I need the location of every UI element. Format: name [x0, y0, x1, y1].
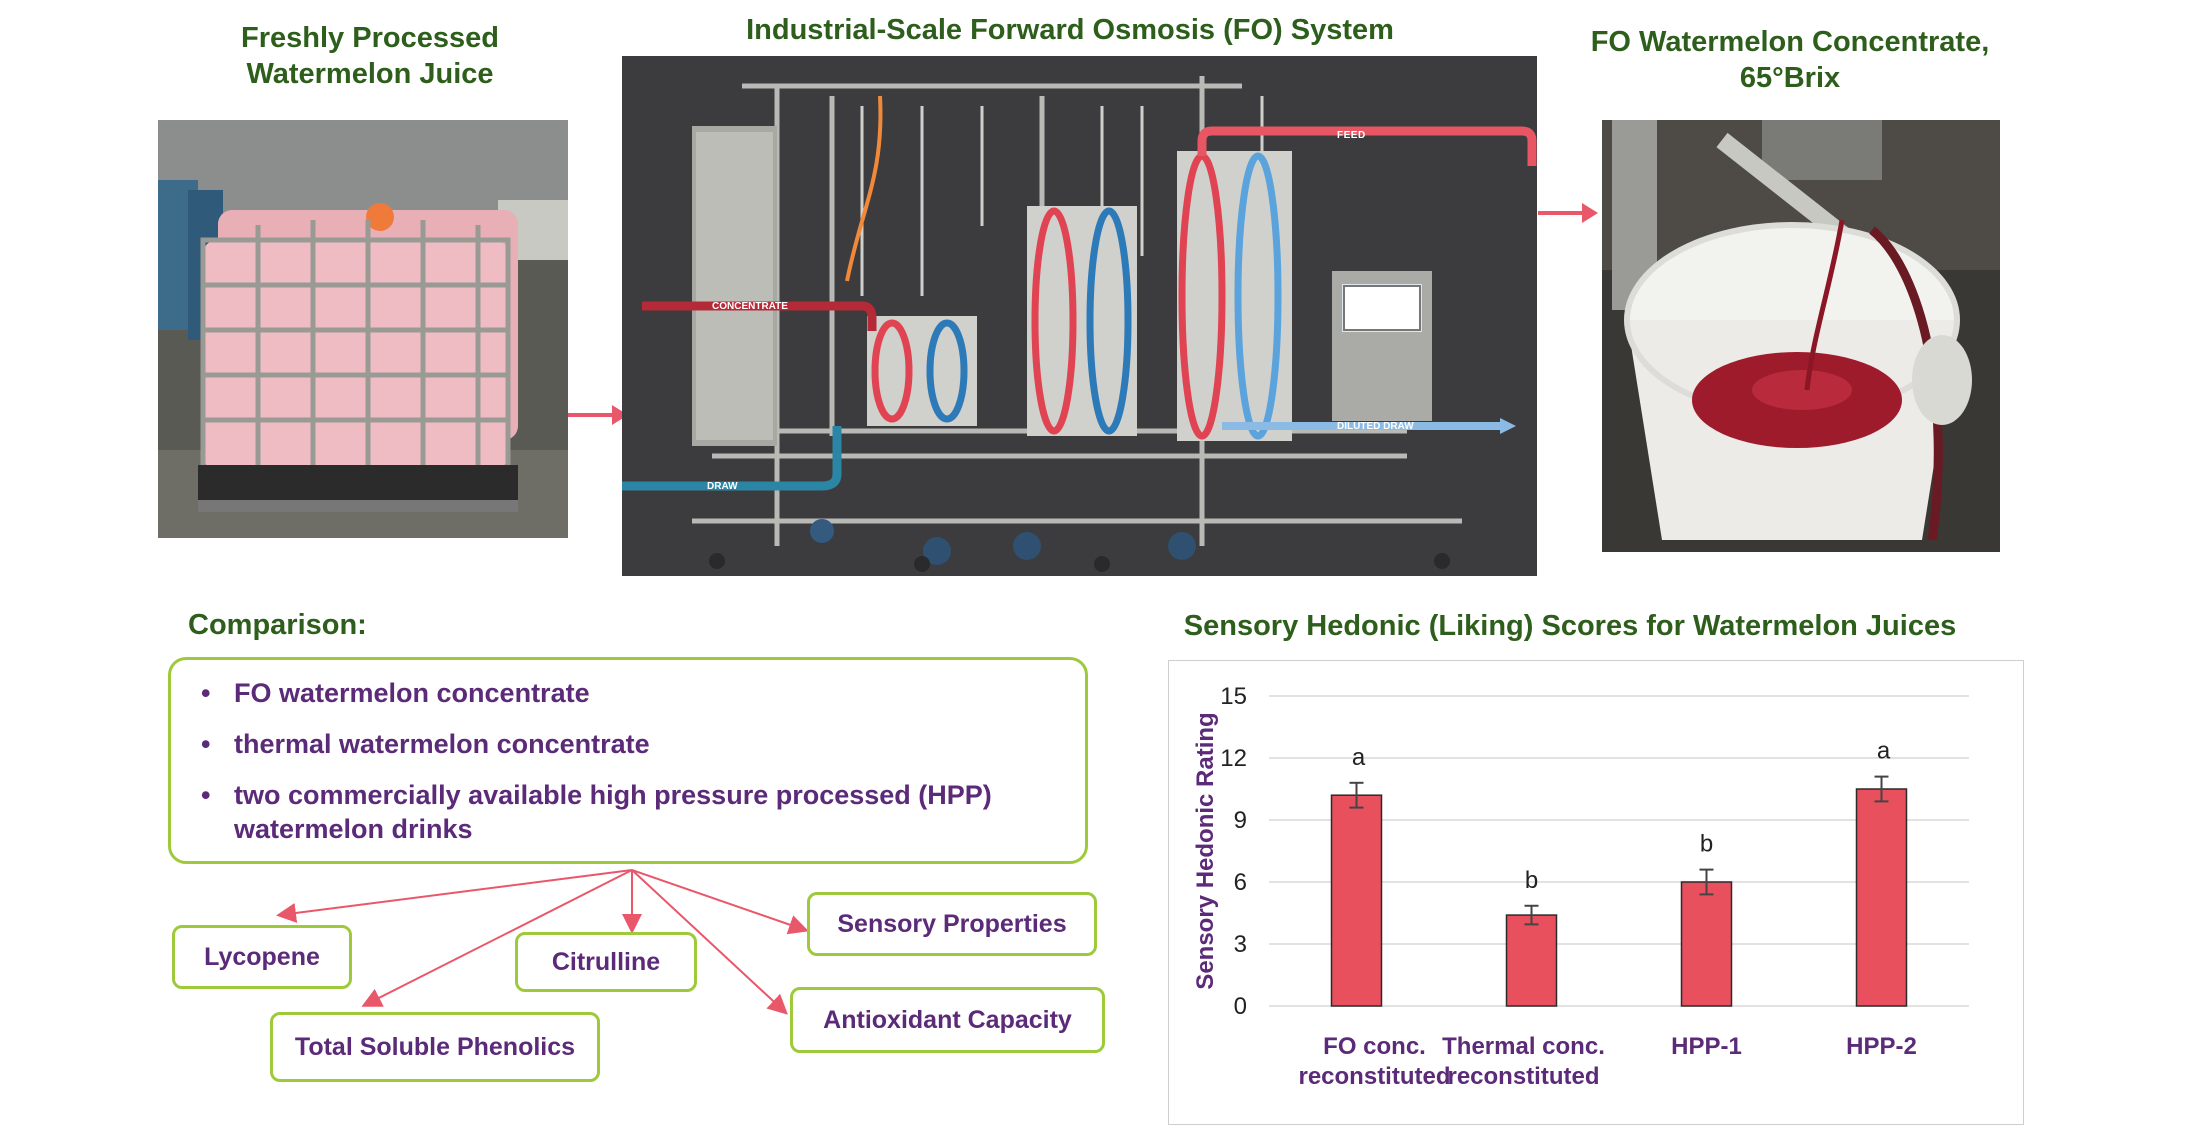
citrulline-label: Citrulline: [551, 947, 661, 976]
citrulline-node: Citrulline: [515, 932, 697, 992]
feed-label: FEED: [1337, 130, 1366, 141]
concentrate-title: FO Watermelon Concentrate, 65°Brix: [1590, 26, 1990, 94]
chart-title: Sensory Hedonic (Liking) Scores for Wate…: [1183, 610, 1957, 642]
antioxidant-label: Antioxidant Capacity: [823, 1005, 1072, 1034]
y-tick-label: 6: [1234, 869, 1247, 896]
comparison-list: FO watermelon concentrate thermal waterm…: [189, 676, 1065, 846]
sensory-properties-node: Sensory Properties: [807, 892, 1097, 956]
x-tick-label: reconstituted: [1298, 1063, 1450, 1090]
fo-system-image: FEED CONCENTRATE DRAW DILUTED DRAW: [622, 56, 1537, 576]
significance-label: b: [1525, 867, 1538, 894]
significance-label: a: [1352, 744, 1366, 771]
antioxidant-node: Antioxidant Capacity: [790, 987, 1105, 1053]
concentrate-bucket-photo: [1602, 120, 2000, 552]
phenolics-label: Total Soluble Phenolics: [294, 1032, 576, 1061]
juice-tote-image: [158, 120, 568, 538]
comparison-item: thermal watermelon concentrate: [189, 727, 1065, 761]
x-tick-label: HPP-2: [1846, 1033, 1917, 1060]
y-tick-label: 9: [1234, 807, 1247, 834]
comparison-item: two commercially available high pressure…: [189, 778, 1065, 846]
bar: [1330, 794, 1383, 1007]
lycopene-node: Lycopene: [172, 925, 352, 989]
juice-title: Freshly Processed Watermelon Juice: [241, 22, 499, 90]
bar: [1855, 788, 1908, 1007]
y-tick-label: 12: [1220, 745, 1247, 772]
bar: [1680, 881, 1733, 1007]
comparison-title: Comparison:: [188, 609, 367, 641]
x-tick-label: FO conc.: [1323, 1033, 1426, 1060]
juice-tote-photo: [158, 120, 568, 538]
x-tick-label: HPP-1: [1671, 1033, 1742, 1060]
fo-system-photo: FEED CONCENTRATE DRAW DILUTED DRAW: [622, 56, 1537, 576]
concentrate-bucket-image: [1602, 120, 2000, 552]
significance-label: b: [1700, 831, 1713, 858]
y-tick-label: 0: [1234, 993, 1247, 1020]
draw-label: DRAW: [707, 481, 738, 492]
comparison-item: FO watermelon concentrate: [189, 676, 1065, 710]
lycopene-label: Lycopene: [204, 942, 320, 971]
sensory-properties-label: Sensory Properties: [837, 909, 1067, 938]
x-tick-label: reconstituted: [1447, 1063, 1599, 1090]
phenolics-node: Total Soluble Phenolics: [270, 1012, 600, 1082]
y-axis-label: Sensory Hedonic Rating: [1192, 712, 1219, 989]
bar: [1505, 914, 1558, 1007]
concentrate-label: CONCENTRATE: [712, 301, 788, 312]
y-tick-label: 3: [1234, 931, 1247, 958]
significance-label: a: [1877, 738, 1891, 765]
arrow-juice-to-system: [568, 405, 628, 425]
comparison-box: FO watermelon concentrate thermal waterm…: [168, 657, 1088, 864]
fo-system-title: Industrial-Scale Forward Osmosis (FO) Sy…: [746, 14, 1394, 46]
diluted-draw-label: DILUTED DRAW: [1337, 421, 1414, 432]
y-tick-label: 15: [1220, 683, 1247, 710]
x-tick-label: Thermal conc.: [1442, 1033, 1605, 1060]
arrow-system-to-concentrate: [1538, 203, 1598, 223]
